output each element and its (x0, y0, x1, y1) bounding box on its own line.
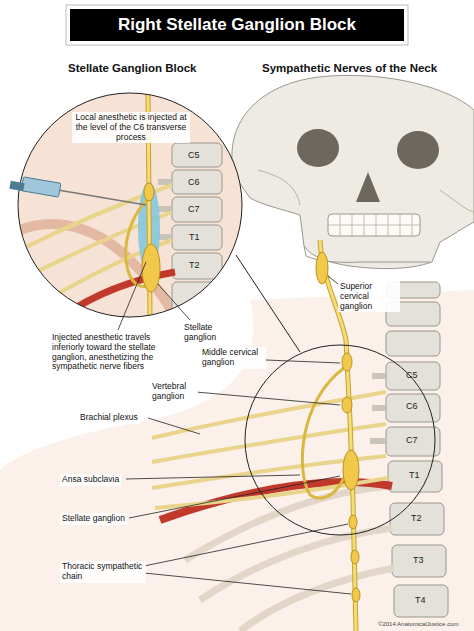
cervical-spine-part (386, 362, 440, 390)
cervical-spine-part (370, 376, 386, 441)
callout-note: Injected anesthetic travels inferiorly t… (50, 332, 172, 373)
magnifier-circle (236, 255, 435, 535)
inset-view-part-part (172, 143, 222, 167)
section-heading: Stellate Ganglion Block (68, 62, 196, 75)
leader-lines-part (266, 360, 340, 363)
syringe-part (9, 181, 24, 191)
vertebra-label: T2 (411, 513, 422, 523)
leader-lines-part (118, 262, 146, 330)
ribs-part (240, 568, 394, 631)
sympathetic-chain-part (342, 353, 352, 371)
body-ground-part (0, 290, 474, 631)
inset-view-part (18, 93, 242, 317)
skull-part (232, 75, 474, 268)
magnifier-circle-part (245, 345, 435, 535)
vertebra-label: C7 (406, 435, 418, 445)
structure-label: Thoracic sympathetic chain (60, 561, 146, 583)
inset-view-part-part (172, 170, 222, 194)
header-frame-part (66, 5, 408, 45)
leader-lines-part (144, 524, 348, 566)
inset-view-part-part (172, 225, 222, 250)
leader-lines-part (129, 476, 340, 518)
structure-label: Vertebral ganglion (150, 381, 198, 403)
structure-label: Stellate ganglion (60, 513, 127, 525)
inset-view-part-part (142, 244, 160, 292)
sympathetic-chain-part (316, 252, 328, 284)
cervical-spine-part (392, 545, 446, 577)
skull-part (397, 131, 439, 169)
callout-note: Local anesthetic is injected at the leve… (72, 112, 190, 143)
vertebra-label: T2 (189, 260, 200, 270)
body-ground (0, 290, 474, 631)
sympathetic-chain-part (349, 515, 357, 529)
structure-label: Middle cervical ganglion (200, 347, 266, 369)
subclavian-artery (160, 482, 392, 520)
inset-view-part-part (172, 282, 222, 312)
vertebra-label: C6 (406, 401, 418, 411)
leader-lines-part (126, 475, 300, 479)
sympathetic-chain-part (351, 550, 359, 564)
structure-label: Stellate ganglion (182, 322, 234, 344)
cervical-spine-part (390, 503, 444, 535)
inset-view-part-part (172, 253, 222, 279)
skull-part (328, 214, 420, 236)
cervical-spine-part (386, 331, 440, 356)
structure-label: Ansa subclavia (60, 474, 121, 486)
section-heading: Sympathetic Nerves of the Neck (262, 62, 437, 75)
inset-view (9, 93, 242, 330)
cervical-spine (370, 282, 448, 617)
leader-lines (118, 262, 351, 594)
leader-lines-part (144, 573, 351, 594)
leader-lines-part (158, 284, 190, 320)
skull-part (328, 214, 420, 236)
title-band: Right Stellate Ganglion Block (70, 9, 404, 41)
vertebra-label: T4 (415, 595, 426, 605)
vertebra-label: C5 (406, 370, 418, 380)
sympathetic-chain-part (352, 588, 360, 602)
inset-view-part-part (172, 197, 222, 222)
skull-part (356, 172, 380, 202)
ribs (185, 486, 394, 631)
structure-label: Superior cervical ganglion (338, 281, 400, 312)
inset-view-part (18, 93, 242, 317)
skull-part (258, 170, 474, 212)
vertebra-label: T1 (409, 470, 420, 480)
syringe-part (21, 177, 61, 197)
copyright-note: ©2014 AnatomicalJustice.com (376, 620, 460, 629)
header-frame (66, 5, 408, 45)
leader-lines-part (196, 392, 340, 405)
vertebra-label: C7 (188, 204, 200, 214)
vertebra-label: C6 (188, 177, 200, 187)
vertebra-label: T1 (189, 232, 200, 242)
cervical-spine-part (386, 427, 440, 456)
skull-part (297, 129, 339, 167)
inset-view-part-part (144, 183, 154, 201)
cervical-spine-part (388, 461, 442, 492)
skull (232, 75, 474, 268)
sympathetic-chain-part (342, 397, 352, 413)
cervical-spine-part (394, 585, 448, 617)
leader-lines-part (148, 418, 200, 434)
leader-lines-part (328, 276, 338, 284)
ribs-part (200, 528, 392, 600)
subclavian-artery-part (160, 482, 392, 520)
syringe (9, 177, 146, 205)
inset-view-part (20, 93, 222, 330)
vertebra-label: C5 (188, 150, 200, 160)
magnifier-circle-part (236, 255, 300, 352)
sympathetic-chain-part (343, 450, 359, 490)
syringe-part (58, 190, 146, 205)
vertebra-label: T3 (413, 555, 424, 565)
structure-label: Brachial plexus (78, 412, 140, 424)
ribs-part (185, 486, 390, 560)
